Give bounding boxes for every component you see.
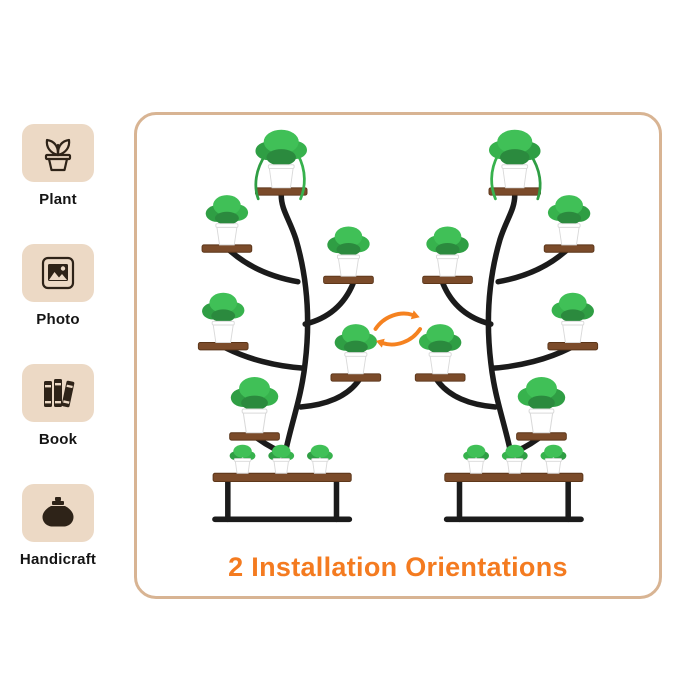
plant-pot-icon bbox=[44, 138, 72, 172]
handicraft-vase-icon bbox=[42, 497, 74, 527]
plant-icon-card bbox=[22, 124, 94, 182]
books-icon bbox=[44, 379, 75, 408]
plant-stand-right-orientation bbox=[406, 127, 618, 523]
feature-label-plant: Plant bbox=[39, 191, 77, 208]
panel-caption: 2 Installation Orientations bbox=[228, 552, 568, 582]
plant-stand-left-orientation bbox=[178, 127, 390, 523]
feature-photo: Photo bbox=[22, 244, 94, 328]
photo-icon-card bbox=[22, 244, 94, 302]
feature-label-handicraft: Handicraft bbox=[19, 551, 97, 568]
swap-arrows-icon bbox=[366, 302, 430, 359]
feature-plant: Plant bbox=[22, 124, 94, 208]
feature-label-photo: Photo bbox=[36, 311, 80, 328]
feature-sidebar: Plant Photo bbox=[8, 124, 108, 568]
orientations-panel: 2 Installation Orientations bbox=[134, 112, 662, 599]
book-icon-card bbox=[22, 364, 94, 422]
feature-label-book: Book bbox=[38, 431, 78, 448]
handicraft-icon-card bbox=[22, 484, 94, 542]
feature-handicraft: Handicraft bbox=[20, 484, 96, 568]
feature-book: Book bbox=[22, 364, 94, 448]
photo-icon bbox=[41, 256, 75, 290]
